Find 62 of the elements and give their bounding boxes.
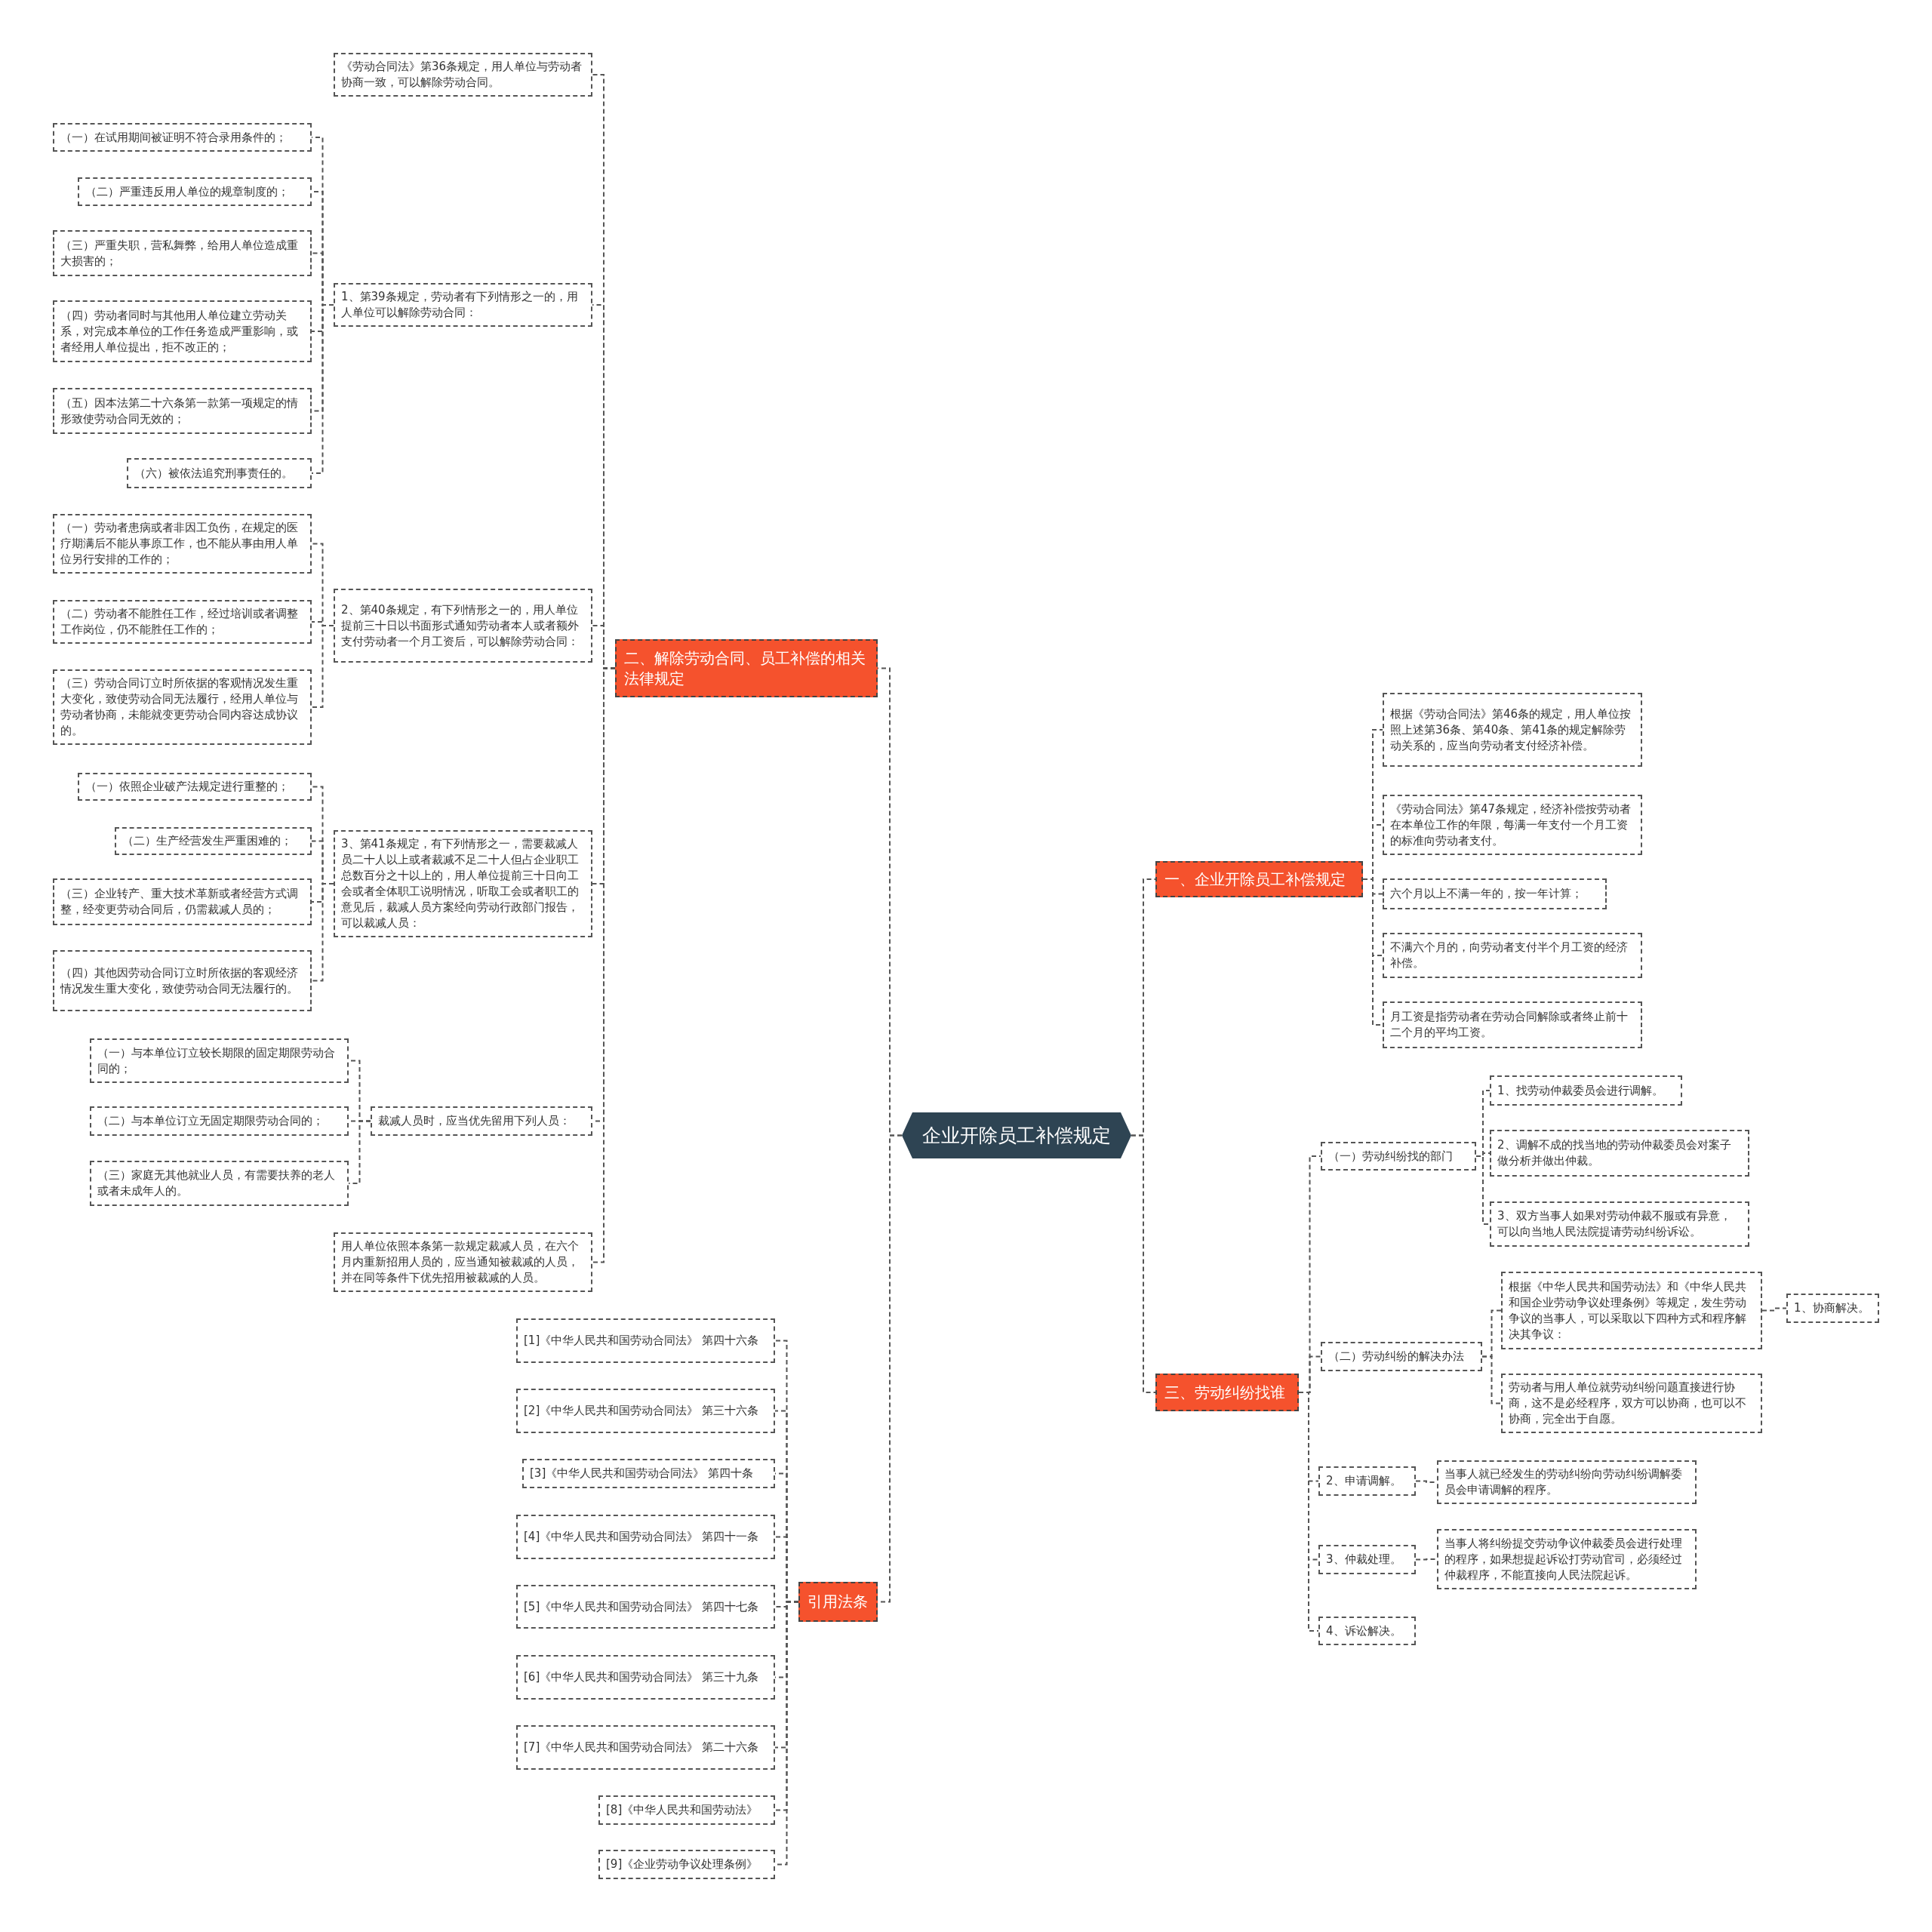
text-box: 2、第40条规定，有下列情形之一的，用人单位提前三十日以书面形式通知劳动者本人或者额外支付劳动者一个月工资后，可以解除劳动合同： xyxy=(334,589,592,663)
topic-box: 一、企业开除员工补偿规定 xyxy=(1155,861,1363,897)
text-box: 当事人将纠纷提交劳动争议仲裁委员会进行处理的程序，如果想提起诉讼打劳动官司，必须经过仲裁程序，不能直接向人民法院起诉。 xyxy=(1437,1529,1697,1589)
text-box: （一）依照企业破产法规定进行重整的； xyxy=(78,773,312,801)
text-box: [8]《中华人民共和国劳动法》 xyxy=(598,1795,775,1825)
connector-line xyxy=(1131,1134,1156,1393)
text-box: 2、调解不成的找当地的劳动仲裁委员会对案子做分析并做出仲裁。 xyxy=(1490,1130,1749,1177)
connector-line xyxy=(311,625,334,708)
text-box: 3、第41条规定，有下列情形之一，需要裁减人员二十人以上或者裁减不足二十人但占企业职工总数百分之十以上的，用人单位提前三十日向工会或者全体职工说明情况，听取工会或者职工的意见后，裁减人员方案经向劳动行政部门报告，可以裁减人员： xyxy=(334,830,592,937)
topic-box: 三、劳动纠纷找谁 xyxy=(1155,1374,1299,1411)
text-box: [1]《中华人民共和国劳动合同法》 第四十六条 xyxy=(516,1318,775,1363)
text-box: （三）劳动合同订立时所依据的客观情况发生重大变化，致使劳动合同无法履行，经用人单位与劳动者协商，未能就变更劳动合同内容达成协议的。 xyxy=(53,669,312,745)
connector-line xyxy=(1475,1155,1491,1225)
central-topic: 企业开除员工补偿规定 xyxy=(902,1112,1131,1158)
text-box: （六）被依法追究刑事责任的。 xyxy=(127,458,312,488)
text-box: 1、第39条规定，劳动者有下列情形之一的，用人单位可以解除劳动合同： xyxy=(334,283,592,327)
text-box: 根据《劳动合同法》第46条的规定，用人单位按照上述第36条、第40条、第41条的规定解除劳动关系的，应当向劳动者支付经济补偿。 xyxy=(1383,693,1642,767)
text-box: [6]《中华人民共和国劳动合同法》 第三十九条 xyxy=(516,1655,775,1700)
text-box: 裁减人员时，应当优先留用下列人员： xyxy=(371,1106,592,1136)
text-box: 当事人就已经发生的劳动纠纷向劳动纠纷调解委员会申请调解的程序。 xyxy=(1437,1460,1697,1504)
text-box: 1、协商解决。 xyxy=(1786,1294,1879,1323)
topic-box: 二、解除劳动合同、员工补偿的相关法律规定 xyxy=(615,639,878,697)
text-box: 劳动者与用人单位就劳动纠纷问题直接进行协商，这不是必经程序，双方可以协商，也可以不协商，完全出于自愿。 xyxy=(1501,1374,1762,1433)
text-box: [5]《中华人民共和国劳动合同法》 第四十七条 xyxy=(516,1585,775,1629)
text-box: 根据《中华人民共和国劳动法》和《中华人民共和国企业劳动争议处理条例》等规定，发生劳动争议的当事人，可以采取以下四种方式和程序解决其争议： xyxy=(1501,1272,1762,1349)
text-box: 月工资是指劳动者在劳动合同解除或者终止前十二个月的平均工资。 xyxy=(1383,1001,1642,1048)
text-box: 3、仲裁处理。 xyxy=(1318,1545,1416,1574)
text-box: [4]《中华人民共和国劳动合同法》 第四十一条 xyxy=(516,1515,775,1559)
text-box: 3、双方当事人如果对劳动仲裁不服或有异意，可以向当地人民法院提请劳动纠纷诉讼。 xyxy=(1490,1201,1749,1247)
text-box: [9]《企业劳动争议处理条例》 xyxy=(598,1850,775,1879)
text-box: （三）严重失职，营私舞弊，给用人单位造成重大损害的； xyxy=(53,230,312,276)
text-box: （二）生产经营发生严重困难的； xyxy=(115,827,312,855)
text-box: （四）劳动者同时与其他用人单位建立劳动关系，对完成本单位的工作任务造成严重影响，或者经用人单位提出，拒不改正的； xyxy=(53,300,312,362)
connector-line xyxy=(1761,1307,1787,1312)
text-box: 《劳动合同法》第36条规定，用人单位与劳动者协商一致，可以解除劳动合同。 xyxy=(334,53,592,97)
text-box: （一）劳动者患病或者非因工负伤，在规定的医疗期满后不能从事原工作，也不能从事由用人单位另行安排的工作的； xyxy=(53,514,312,574)
connector-line xyxy=(1298,1392,1319,1632)
text-box: [7]《中华人民共和国劳动合同法》 第二十六条 xyxy=(516,1725,775,1770)
text-box: （二）与本单位订立无固定期限劳动合同的； xyxy=(90,1106,349,1136)
topic-box: 引用法条 xyxy=(798,1582,878,1622)
text-box: 《劳动合同法》第47条规定，经济补偿按劳动者在本单位工作的年限，每满一年支付一个月工资的标准向劳动者支付。 xyxy=(1383,795,1642,855)
text-box: （二）劳动纠纷的解决办法 xyxy=(1321,1342,1482,1371)
text-box: 用人单位依照本条第一款规定裁减人员，在六个月内重新招用人员的，应当通知被裁减的人员，并在同等条件下优先招用被裁减的人员。 xyxy=(334,1232,592,1292)
text-box: [3]《中华人民共和国劳动合同法》 第四十条 xyxy=(522,1459,775,1488)
text-box: （四）其他因劳动合同订立时所依据的客观经济情况发生重大变化，致使劳动合同无法履行的。 xyxy=(53,950,312,1011)
text-box: （三）家庭无其他就业人员，有需要扶养的老人或者未成年人的。 xyxy=(90,1161,349,1206)
text-box: （一）与本单位订立较长期限的固定期限劳动合同的； xyxy=(90,1038,349,1083)
text-box: （三）企业转产、重大技术革新或者经营方式调整，经变更劳动合同后，仍需裁减人员的； xyxy=(53,878,312,925)
text-box: 1、找劳动仲裁委员会进行调解。 xyxy=(1490,1075,1682,1106)
text-box: （一）劳动纠纷找的部门 xyxy=(1321,1142,1476,1171)
text-box: 六个月以上不满一年的，按一年计算； xyxy=(1383,878,1607,909)
connector-line xyxy=(311,883,334,982)
text-box: [2]《中华人民共和国劳动合同法》 第三十六条 xyxy=(516,1389,775,1433)
text-box: 不满六个月的，向劳动者支付半个月工资的经济补偿。 xyxy=(1383,933,1642,978)
connector-line xyxy=(1415,1558,1438,1561)
text-box: （五）因本法第二十六条第一款第一项规定的情形致使劳动合同无效的； xyxy=(53,388,312,434)
text-box: （二）劳动者不能胜任工作，经过培训或者调整工作岗位，仍不能胜任工作的； xyxy=(53,600,312,644)
text-box: 2、申请调解。 xyxy=(1318,1466,1416,1496)
text-box: 4、诉讼解决。 xyxy=(1318,1617,1416,1645)
text-box: （二）严重违反用人单位的规章制度的； xyxy=(78,177,312,206)
text-box: （一）在试用期间被证明不符合录用条件的； xyxy=(53,123,312,152)
connector-line xyxy=(1481,1355,1502,1404)
